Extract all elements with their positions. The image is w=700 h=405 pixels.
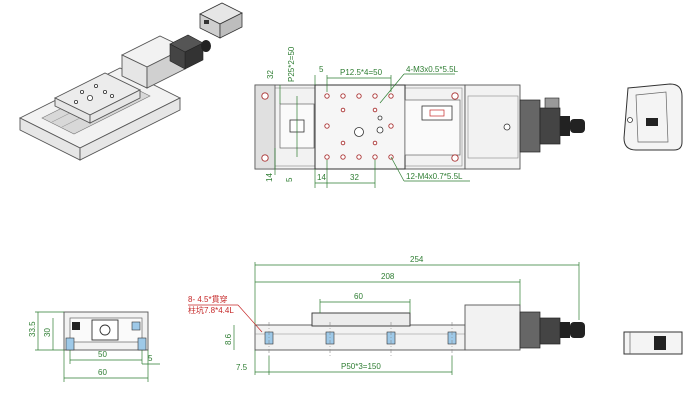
dim-5-top: 5 [319,65,324,74]
isometric-product-view [18,2,243,161]
dim-p50: P50*3=150 [341,362,381,371]
dim-33-5: 33.5 [28,321,37,337]
dim-14-left: 14 [265,173,274,182]
top-view-dimensions: P12.5*4=50 5 4-M3x0.5*5.5L 32 P25*2=50 1… [265,46,470,188]
side-view: 254 208 60 P50*3=150 7.5 8.6 8- 4.5*貫穿 [188,255,585,375]
dim-208: 208 [381,272,395,281]
side-view-dimensions: 254 208 60 P50*3=150 7.5 8.6 8- 4.5*貫穿 [188,255,580,375]
dim-32-left: 32 [266,70,275,79]
connector-detail-side [623,331,683,355]
dim-m4: 12-M4x0.7*5.5L [406,172,463,181]
dim-254: 254 [410,255,424,264]
side-view-rail [254,324,466,351]
dim-50: 50 [98,350,107,359]
dim-p25: P25*2=50 [287,46,296,82]
dim-60-side: 60 [354,292,363,301]
end-view-dimensions: 33.5 30 50 5 60 [28,311,160,382]
dim-5-left: 5 [285,177,294,182]
note-through-holes: 8- 4.5*貫穿 [188,294,228,304]
carriage-holes [324,93,394,160]
dim-30: 30 [43,328,52,337]
end-view: 33.5 30 50 5 60 [28,311,160,382]
dim-32-bottom: 32 [350,173,359,182]
dim-5-end: 5 [148,354,153,363]
dim-60-end: 60 [98,368,107,377]
dim-m3: 4-M3x0.5*5.5L [406,65,459,74]
note-counterbore: 柱坑7.8*4.4L [188,305,234,315]
dim-8-6: 8.6 [224,333,233,345]
dim-14-bottom: 14 [317,173,326,182]
connector-detail-top [623,83,683,151]
mounting-holes [264,322,457,356]
dim-p12: P12.5*4=50 [340,68,383,77]
top-view: P12.5*4=50 5 4-M3x0.5*5.5L 32 P25*2=50 1… [254,46,585,188]
dim-7-5: 7.5 [236,363,248,372]
